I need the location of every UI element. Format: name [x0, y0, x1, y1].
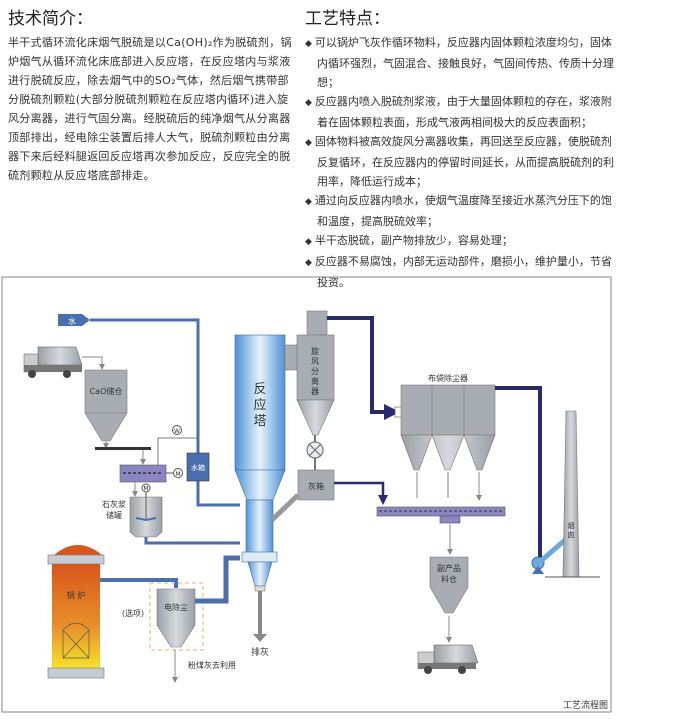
svg-text:离: 离 — [311, 376, 319, 386]
svg-text:W: W — [174, 428, 180, 435]
svg-text:M: M — [175, 471, 180, 478]
svg-text:旋: 旋 — [311, 346, 319, 356]
svg-text:锅 炉: 锅 炉 — [67, 590, 86, 600]
svg-text:水箱: 水箱 — [191, 463, 205, 472]
reactor-tower: 排灰 反 应 塔 — [234, 334, 286, 658]
intro-section: 技术简介： 半干式循环流化床烟气脱硫是以Ca(OH)₂作为脱硫剂，锅炉烟气从循环… — [8, 4, 293, 185]
svg-text:储罐: 储罐 — [106, 510, 122, 520]
diagram-frame — [1, 276, 612, 713]
svg-text:石灰浆: 石灰浆 — [102, 499, 126, 509]
flue-gas-duct — [327, 316, 400, 420]
water-tank: 水箱 — [186, 452, 210, 482]
svg-text:粉煤灰去利用: 粉煤灰去利用 — [188, 660, 236, 670]
svg-text:(选项): (选项) — [122, 608, 144, 618]
motor-icon — [173, 468, 183, 478]
svg-text:应: 应 — [253, 397, 266, 413]
ash-box — [297, 469, 335, 501]
chimney: 烟 囱 — [495, 386, 600, 578]
svg-text:水: 水 — [68, 316, 76, 326]
svg-text:分: 分 — [311, 367, 319, 376]
svg-text:布袋除尘器: 布袋除尘器 — [428, 373, 468, 383]
water-meter-icon — [172, 425, 182, 435]
cao-silo: CaO储仓 — [84, 369, 151, 465]
diagram-caption: 工艺流程图 — [563, 699, 608, 711]
feature-item: 反应器内喷入脱硫剂浆液，由于大量固体颗粒的存在，浆液附着在固体颗粒表面，形成气液… — [305, 92, 615, 132]
feature-item: 通过向反应器内喷水，使烟气温度降至接近水蒸汽分压下的饱和温度，提高脱硫效率； — [305, 191, 615, 231]
svg-text:囱: 囱 — [568, 530, 575, 539]
svg-text:反: 反 — [253, 382, 266, 397]
truck-icon — [23, 346, 105, 378]
svg-text:M: M — [143, 486, 148, 493]
features-section: 工艺特点： 可以锅炉飞灰作循环物料，反应器内固体颗粒浓度均匀，固体内循环强烈，气… — [305, 4, 615, 292]
byproduct-bin: 副产品 料仓 — [417, 556, 479, 674]
features-list: 可以锅炉飞灰作循环物料，反应器内固体颗粒浓度均匀，固体内循环强烈，气固混合、接触… — [305, 33, 615, 292]
ash-return-duct — [334, 481, 388, 505]
intro-text: 半干式循环流化床烟气脱硫是以Ca(OH)₂作为脱硫剂，锅炉烟气从循环流化床底部进… — [8, 36, 292, 182]
feature-item: 固体物料被高效旋风分离器收集，再回送至反应器，使脱硫剂反复循环，在反应器内的停留… — [305, 132, 615, 191]
svg-text:电除尘: 电除尘 — [164, 602, 188, 612]
intro-title: 技术简介： — [8, 9, 93, 29]
slurry-mixer: M W — [119, 425, 198, 497]
cyclone-separator: 旋 风 分 离 器 灰箱 — [270, 310, 335, 522]
svg-text:风: 风 — [311, 357, 319, 366]
feature-item: 反应器不易腐蚀，内部无运动部件，磨损小，维护量小，节省投资。 — [305, 252, 615, 292]
svg-text:CaO储仓: CaO储仓 — [90, 386, 123, 396]
svg-text:料仓: 料仓 — [441, 574, 457, 584]
svg-text:烟: 烟 — [568, 521, 575, 530]
svg-text:灰箱: 灰箱 — [308, 481, 324, 491]
lime-slurry-tank: 石灰浆 储罐 M — [102, 483, 240, 545]
feature-item: 半干态脱硫，副产物排放少，容易处理； — [305, 231, 615, 252]
water-supply: 水 — [58, 314, 240, 507]
baghouse-filter: 布袋除尘器 — [376, 373, 506, 555]
svg-text:排灰: 排灰 — [251, 646, 269, 658]
svg-text:器: 器 — [311, 387, 319, 396]
svg-text:副产品: 副产品 — [437, 563, 461, 573]
boiler: 锅 炉 — [47, 545, 178, 679]
feature-item: 可以锅炉飞灰作循环物料，反应器内固体颗粒浓度均匀，固体内循环强烈，气固混合、接触… — [305, 33, 615, 92]
svg-text:塔: 塔 — [253, 414, 266, 429]
electrostatic-precipitator: 电除尘 (选项) 粉煤灰去利用 — [122, 555, 240, 683]
truck-icon — [417, 644, 479, 674]
features-title: 工艺特点： — [305, 9, 390, 29]
